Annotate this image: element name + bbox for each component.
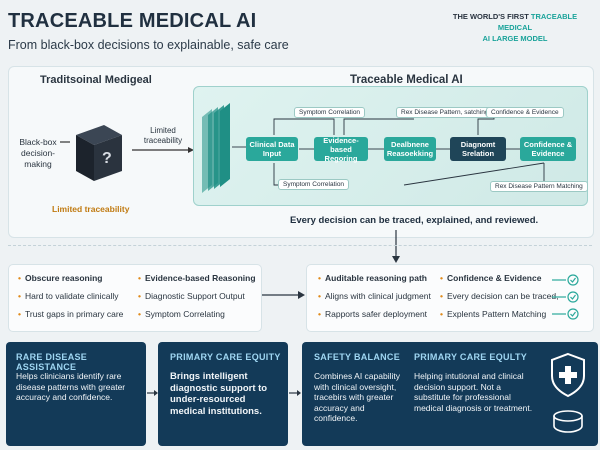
traceable-bullets-col1: •Auditable reasoning path •Aligns with c… — [318, 273, 431, 319]
bullet-item: •Evidence-based Reasoning — [138, 273, 256, 283]
header-tagline: THE WORLD'S FIRST TRACEABLE MEDICAL AI L… — [440, 11, 590, 44]
chip-symptom-correlation-bottom: Symptom Correlation — [278, 179, 350, 190]
bullet-item: •Explents Pattern Matching — [440, 309, 547, 319]
tagline-accent: TRACEABLE MEDICAL — [497, 12, 578, 32]
bullet-text: Auditable reasoning path — [324, 273, 427, 283]
card-title: RARE DISEASE ASSISTANCE — [16, 352, 88, 372]
flow-node-evidence-reasoning: Evidence-based Regoring — [314, 136, 368, 163]
bullet-item: •Auditable reasoning path — [318, 273, 427, 283]
bullet-item: •Obscure reasoning — [18, 273, 103, 283]
card-title: SAFETY BALANCE — [314, 352, 401, 362]
traceable-title: Traceable Medical AI — [350, 74, 463, 86]
limited-traceability-label: Limited traceability — [143, 126, 183, 145]
bullet-item: •Hard to validate clinically — [18, 291, 119, 301]
bullet-item: •Every decision can be traced, — [440, 291, 559, 301]
bullet-text: Explents Pattern Matching — [446, 309, 547, 319]
traditional-title: Traditsoinal Medigeal — [40, 74, 152, 86]
blackbox-cube-icon: ? — [76, 125, 122, 181]
bullet-text: Diagnostic Support Output — [144, 291, 245, 301]
flow-node-diagnostic-relation: Diagnomt Srelation — [450, 137, 506, 161]
traditional-bullets-box — [8, 264, 262, 332]
bullet-text: Aligns with clinical judgment — [324, 291, 431, 301]
card-arrow-icon — [147, 390, 158, 396]
bullet-item: •Trust gaps in primary care — [18, 309, 124, 319]
traditional-bullets-col1: •Obscure reasoning •Hard to validate cli… — [18, 273, 123, 319]
bullet-text: Trust gaps in primary care — [24, 309, 124, 319]
bullet-text: Evidence-based Reasoning — [144, 273, 256, 283]
card-safety-group: SAFETY BALANCE Combines AI capability wi… — [302, 342, 598, 446]
shield-medical-icon — [551, 352, 585, 433]
traceable-bullets-box — [306, 264, 594, 332]
card-body: Helps clinicians identify rare disease p… — [16, 371, 126, 402]
traceable-flow-diagram: Clinical Data Input Evidence-based Regor… — [193, 86, 588, 206]
compare-arrow-icon — [262, 291, 305, 299]
bullet-item: •Confidence & Evidence — [440, 273, 542, 283]
card-arrow-icon — [289, 390, 301, 396]
bullet-text: Symptom Correlating — [144, 309, 225, 319]
down-arrow-icon — [392, 230, 400, 263]
card-body: Brings intelligent diagnostic support to… — [170, 371, 268, 417]
flow-node-clinical-data: Clinical Data Input — [246, 137, 298, 161]
traditional-bullets-col2: •Evidence-based Reasoning •Diagnostic Su… — [138, 273, 256, 319]
blackbox-arrows — [60, 141, 194, 153]
card-body: Helping intutional and clinical decision… — [414, 371, 533, 413]
bullet-text: Confidence & Evidence — [446, 273, 542, 283]
bullet-text: Every decision can be traced, — [446, 291, 559, 301]
card-title: PRIMARY CARE EQULTY — [414, 352, 528, 362]
bullet-text: Rapports safer deployment — [324, 309, 428, 319]
card-primary-care: PRIMARY CARE EQUITY Brings intelligent d… — [158, 342, 288, 446]
card-body: Combines AI capability with clinical ove… — [314, 371, 400, 423]
flow-caption: Every decision can be traced, explained,… — [290, 215, 539, 226]
flow-node-confidence: Confidence & Evidence — [520, 137, 576, 161]
traceable-bullets-col2: •Confidence & Evidence •Every decision c… — [440, 273, 559, 319]
page-title: TRACEABLE MEDICAL AI — [8, 10, 257, 32]
limited-traceability-footer: Limited traceability — [52, 204, 130, 214]
section-divider — [8, 245, 592, 246]
svg-text:?: ? — [102, 150, 112, 167]
flow-connectors — [202, 103, 545, 193]
chip-rex-disease-bottom: Rex Disease Pattern Matching — [490, 181, 588, 192]
flow-node-reasoning: Dealbnene Reasoekking — [384, 137, 436, 161]
bullet-item: •Aligns with clinical judgment — [318, 291, 431, 301]
chip-rex-disease-top: Rex Disease Pattern, satching — [396, 107, 494, 118]
blackbox-label: Black-box decision-making — [19, 137, 57, 169]
tagline-prefix: THE WORLD'S FIRST — [452, 12, 531, 21]
card-rare-disease: RARE DISEASE ASSISTANCE Helps clinicians… — [6, 342, 146, 446]
chip-confidence-top: Confidence & Evidence — [486, 107, 564, 118]
tagline-line2: AI LARGE MODEL — [482, 34, 548, 43]
bullet-item: •Diagnostic Support Output — [138, 291, 245, 301]
bullet-item: •Symptom Correlating — [138, 309, 225, 319]
bullet-item: •Rapports safer deployment — [318, 309, 428, 319]
bullet-text: Hard to validate clinically — [24, 291, 119, 301]
check-icons — [552, 274, 579, 320]
bullet-text: Obscure reasoning — [24, 273, 103, 283]
chip-symptom-correlation-top: Symptom Correlation — [294, 107, 366, 118]
card-title: PRIMARY CARE EQUITY — [170, 352, 281, 362]
page-subtitle: From black-box decisions to explainable,… — [8, 38, 289, 52]
